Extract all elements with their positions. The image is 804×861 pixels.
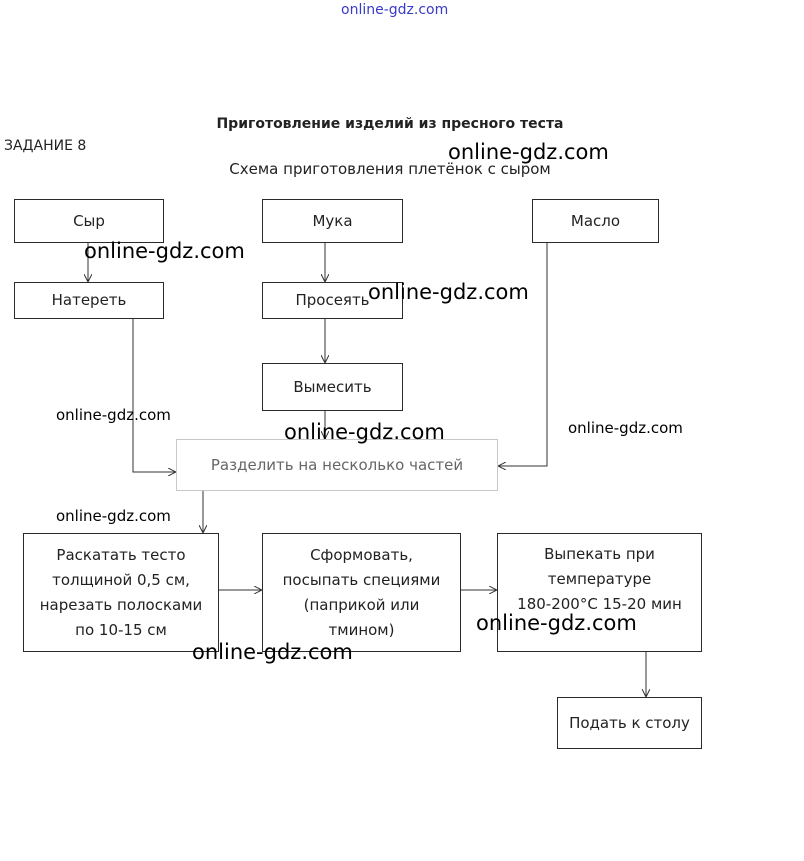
task-label: ЗАДАНИЕ 8 xyxy=(4,138,87,154)
watermark: online-gdz.com xyxy=(568,419,683,437)
node-shape-line: (паприкой или xyxy=(303,595,420,614)
node-sift: Просеять xyxy=(262,282,403,319)
node-roll: Раскатать тесто толщиной 0,5 см, нарезат… xyxy=(23,533,219,652)
node-bake-line: Выпекать при xyxy=(544,545,655,563)
watermark: online-gdz.com xyxy=(368,280,529,304)
watermark: online-gdz.com xyxy=(476,611,637,635)
node-bake: Выпекать при температуре 180-200°С 15-20… xyxy=(497,533,702,652)
node-cheese: Сыр xyxy=(14,199,164,243)
node-flour: Мука xyxy=(262,199,403,243)
watermark: online-gdz.com xyxy=(448,140,609,164)
node-shape-line: посыпать специями xyxy=(282,570,441,589)
node-serve: Подать к столу xyxy=(557,697,702,749)
watermark: online-gdz.com xyxy=(84,239,245,263)
diagram-subtitle: Схема приготовления плетёнок с сыром xyxy=(229,160,551,178)
node-shape-line: тмином) xyxy=(328,620,395,639)
node-bake-line: температуре xyxy=(547,570,652,588)
page-title: Приготовление изделий из пресного теста xyxy=(216,116,564,132)
node-shape-line: Сформовать, xyxy=(310,545,413,564)
edge-butter-divide xyxy=(499,242,548,466)
node-roll-line: толщиной 0,5 см, xyxy=(52,570,190,589)
node-roll-line: нарезать полосками xyxy=(39,595,203,614)
watermark: online-gdz.com xyxy=(56,406,171,424)
node-roll-line: по 10-15 см xyxy=(75,620,167,639)
node-divide: Разделить на несколько частей xyxy=(176,439,498,491)
node-bake-line: 180-200°С 15-20 мин xyxy=(517,595,682,613)
edge-grate-divide xyxy=(132,319,175,472)
source-watermark: online-gdz.com xyxy=(341,2,449,18)
watermark: online-gdz.com xyxy=(56,507,171,525)
node-shape: Сформовать, посыпать специями (паприкой … xyxy=(262,533,461,652)
watermark: online-gdz.com xyxy=(192,640,353,664)
node-butter: Масло xyxy=(532,199,659,243)
node-grate: Натереть xyxy=(14,282,164,319)
node-knead: Вымесить xyxy=(262,363,403,411)
node-roll-line: Раскатать тесто xyxy=(56,545,186,564)
watermark: online-gdz.com xyxy=(284,420,445,444)
